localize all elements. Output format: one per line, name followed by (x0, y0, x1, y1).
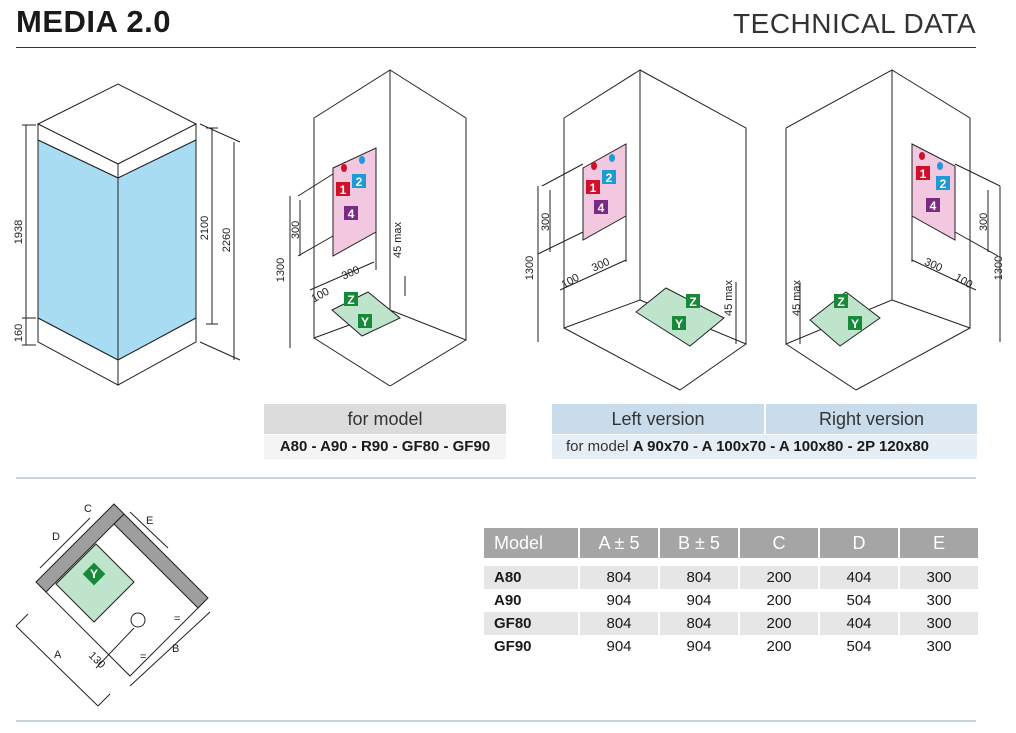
svg-text:Z: Z (837, 295, 844, 309)
svg-text:Z: Z (689, 295, 696, 309)
corner-drawing-left (537, 69, 747, 391)
valve-tags-a: 1 2 4 Z Y (336, 156, 372, 329)
valve-tags-left: 1 2 4 Z Y (586, 154, 700, 331)
header-a: A ± 5 (580, 528, 658, 558)
page-subtitle: TECHNICAL DATA (733, 8, 976, 39)
cabin-drawing (22, 83, 241, 386)
plan-drawing (15, 503, 211, 707)
plan-tag-y (82, 562, 106, 586)
dim-1300-left: 1300 (524, 256, 536, 280)
svg-text:1: 1 (340, 183, 347, 197)
svg-text:2: 2 (606, 171, 613, 185)
corner-drawing-a (289, 69, 467, 387)
dim-300-a: 300 (290, 221, 302, 239)
svg-text:2: 2 (940, 177, 947, 191)
version-box-models: for model A 90x70 - A 100x70 - A 100x80 … (552, 435, 977, 459)
left-version-label: Left version (552, 404, 764, 434)
version-box-model-list: A 90x70 - A 100x70 - A 100x80 - 2P 120x8… (632, 438, 930, 455)
dim-45max-right: 45 max (791, 279, 803, 316)
dim-160: 160 (13, 324, 25, 342)
version-box-prefix: for model (566, 438, 629, 455)
svg-text:Y: Y (675, 317, 683, 331)
footer-divider (16, 720, 976, 722)
plan-eq-2: = (174, 613, 180, 625)
plan-label-a: A (54, 649, 62, 661)
header-d: D (820, 528, 898, 558)
dim-2100: 2100 (199, 216, 211, 240)
dim-2260: 2260 (221, 228, 233, 252)
svg-text:Y: Y (851, 317, 859, 331)
svg-text:1: 1 (590, 181, 597, 195)
plan-tag-y-label: Y (90, 567, 98, 581)
header-divider (16, 47, 976, 48)
page-title: MEDIA 2.0 (16, 4, 171, 39)
svg-text:4: 4 (348, 207, 355, 221)
model-box-label: for model (264, 404, 506, 434)
header-e: E (900, 528, 978, 558)
header-model: Model (484, 528, 578, 558)
header-b: B ± 5 (660, 528, 738, 558)
right-version-label: Right version (766, 404, 977, 434)
header-c: C (740, 528, 818, 558)
dim-300b-left: 300 (590, 256, 612, 274)
dim-300-right: 300 (978, 213, 990, 231)
svg-text:Y: Y (361, 315, 369, 329)
corner-drawing-right (785, 69, 1001, 391)
plan-dim-130: 130 (86, 650, 107, 671)
model-box: for model A80 - A90 - R90 - GF80 - GF90 (264, 404, 506, 460)
valve-tags-right: 1 2 4 Z Y (834, 152, 950, 331)
plan-label-d: D (52, 531, 60, 543)
section-divider (16, 477, 976, 479)
dim-45max-a: 45 max (392, 221, 404, 258)
dim-300b-a: 300 (340, 264, 362, 282)
dim-300-left: 300 (540, 213, 552, 231)
dim-45max-left: 45 max (723, 279, 735, 316)
dim-100-left: 100 (560, 272, 582, 292)
svg-text:2: 2 (356, 175, 363, 189)
svg-text:4: 4 (930, 199, 937, 213)
model-box-models: A80 - A90 - R90 - GF80 - GF90 (264, 435, 506, 459)
plan-label-c: C (84, 503, 92, 515)
svg-text:Z: Z (347, 293, 354, 307)
svg-text:4: 4 (598, 201, 605, 215)
plan-eq-1: = (140, 651, 146, 663)
plan-label-b: B (172, 643, 179, 655)
plan-label-e: E (146, 515, 153, 527)
version-box: Left version Right version for model A 9… (552, 404, 977, 460)
dim-1300-right: 1300 (993, 256, 1005, 280)
dim-300b-right: 300 (922, 256, 944, 274)
svg-text:1: 1 (920, 167, 927, 181)
dim-1938: 1938 (13, 220, 25, 244)
dim-1300-a: 1300 (275, 258, 287, 282)
